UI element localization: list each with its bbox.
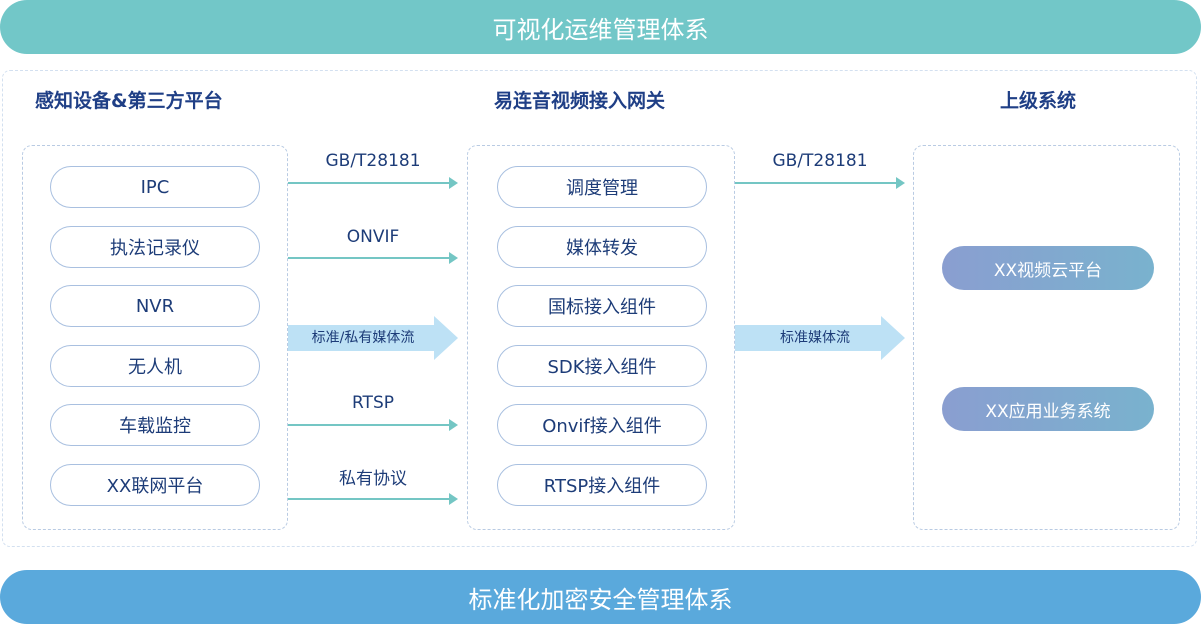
upper-systems-panel: [913, 145, 1180, 530]
gateway-item-sdk-component: SDK接入组件: [497, 345, 707, 387]
device-item-drone: 无人机: [50, 345, 260, 387]
gateway-item-onvif-component: Onvif接入组件: [497, 404, 707, 446]
arrow-rtsp: [288, 419, 458, 431]
gateway-item-media-forward: 媒体转发: [497, 226, 707, 268]
gateway-item-gb-component: 国标接入组件: [497, 285, 707, 327]
upper-item-video-cloud: XX视频云平台: [942, 246, 1154, 290]
outer-frame: [2, 70, 1197, 547]
top-banner: 可视化运维管理体系: [0, 0, 1201, 54]
protocol-label-onvif: ONVIF: [346, 227, 400, 247]
gateway-item-dispatch: 调度管理: [497, 166, 707, 208]
device-item-ipc: IPC: [50, 166, 260, 208]
protocol-label-private: 私有协议: [339, 469, 407, 489]
gateway-item-rtsp-component: RTSP接入组件: [497, 464, 707, 506]
protocol-label-rtsp: RTSP: [351, 393, 394, 413]
protocol-label-standard-media: 标准媒体流: [780, 330, 850, 346]
device-item-network-platform: XX联网平台: [50, 464, 260, 506]
arrow-gb28181-upstream: [735, 177, 905, 189]
gateway-panel: [467, 145, 735, 530]
protocol-label-media-stream: 标准/私有媒体流: [311, 330, 415, 346]
device-item-body-camera: 执法记录仪: [50, 226, 260, 268]
right-column-title: 上级系统: [1000, 90, 1077, 112]
bottom-banner: 标准化加密安全管理体系: [0, 570, 1201, 624]
device-item-nvr: NVR: [50, 285, 260, 327]
devices-panel: [22, 145, 288, 530]
left-column-title: 感知设备&第三方平台: [35, 90, 223, 112]
middle-column-title: 易连音视频接入网关: [494, 90, 666, 112]
protocol-label-gb28181-upstream: GB/T28181: [772, 151, 868, 171]
arrow-onvif: [288, 252, 458, 264]
protocol-label-gb28181: GB/T28181: [325, 151, 421, 171]
upper-item-business-system: XX应用业务系统: [942, 387, 1154, 431]
arrow-private: [288, 493, 458, 505]
arrow-gb28181: [288, 177, 458, 189]
device-item-vehicle-monitor: 车载监控: [50, 404, 260, 446]
